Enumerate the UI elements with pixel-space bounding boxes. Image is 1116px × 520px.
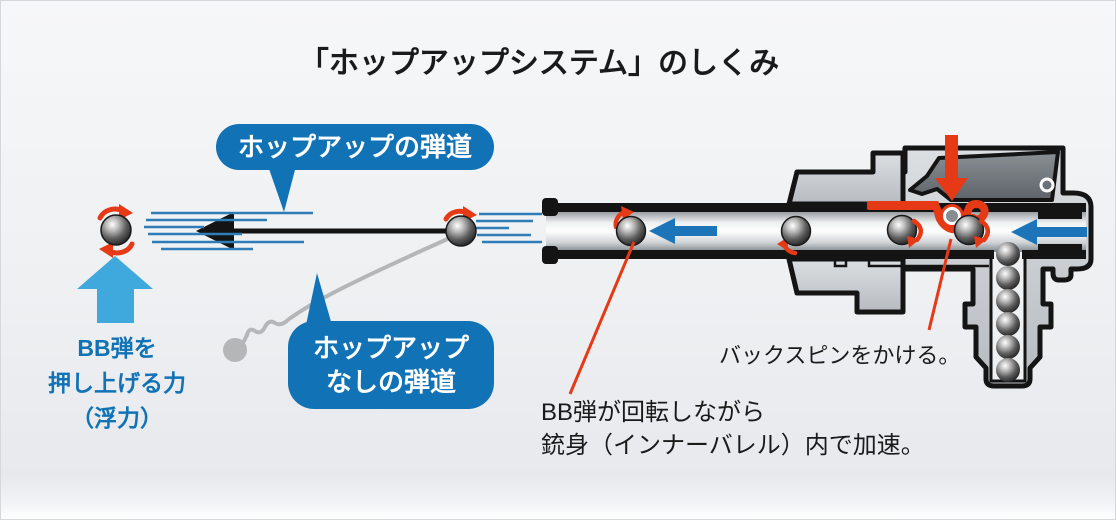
hopup-trajectory-bubble: ホップアップの弾道 xyxy=(216,124,494,170)
backspin-label: バックスピンをかける。 xyxy=(719,343,961,368)
lift-line2: 押し上げる力 xyxy=(48,370,186,396)
pointer-accelerate xyxy=(568,241,636,395)
no-hopup-trajectory-bubble: ホップアップ なしの弾道 xyxy=(288,321,494,409)
lift-arrow-icon xyxy=(77,256,153,323)
breech-blocks xyxy=(1038,205,1082,258)
no-hopup-line1: ホップアップ xyxy=(312,333,469,363)
bb-in-barrel xyxy=(613,206,1020,266)
muzzle-bb xyxy=(443,206,477,247)
spin-arrow-icon xyxy=(974,218,991,248)
hopup-trajectory-text: ホップアップの弾道 xyxy=(237,132,472,162)
lift-line3: （浮力） xyxy=(71,405,163,431)
dropped-bb-ball xyxy=(223,338,247,362)
barrel-arrow-icon xyxy=(649,218,717,244)
speed-lines-left xyxy=(144,211,313,251)
pivot-hole xyxy=(1039,177,1055,193)
bubble-tail-no-hopup xyxy=(306,273,332,325)
bb-ball xyxy=(615,215,647,247)
bubble-tail-hopup xyxy=(268,166,296,212)
adjustment-arrow-icon xyxy=(935,135,968,201)
no-hopup-curve xyxy=(223,235,454,362)
speed-lines-muzzle xyxy=(474,212,542,244)
accel-line1: BB弾が回転しながら xyxy=(541,399,766,426)
pointer-lines xyxy=(568,238,953,395)
diagram-title: 「ホップアップシステム」のしくみ xyxy=(298,47,780,80)
lift-line1: BB弾を xyxy=(77,335,157,361)
accel-line2: 銃身（インナーバレル）内で加速。 xyxy=(541,432,925,459)
muzzle-cap-bottom xyxy=(542,246,558,264)
no-hopup-line2: なしの弾道 xyxy=(325,367,456,397)
body-details xyxy=(833,255,989,268)
outer-barrel-top xyxy=(786,150,906,207)
flying-bb-left xyxy=(97,204,135,258)
lift-force-label: BB弾を 押し上げる力 （浮力） xyxy=(11,331,223,436)
bb-ball xyxy=(780,215,812,247)
pointer-backspin xyxy=(927,238,953,331)
magazine-bb-stack xyxy=(996,266,1020,382)
hopup-trajectory-arrow xyxy=(196,212,453,250)
rubber-nub xyxy=(943,207,961,225)
feed-arrow-icon xyxy=(1011,219,1087,245)
gun-cross-section xyxy=(542,135,1094,389)
acceleration-label: BB弾が回転しながら 銃身（インナーバレル）内で加速。 xyxy=(541,396,925,462)
magazine xyxy=(989,247,1027,383)
spin-arrow-icon xyxy=(907,218,924,248)
muzzle-cap-top xyxy=(542,198,558,216)
bb-ball xyxy=(100,214,132,246)
spin-arrow-icon xyxy=(613,206,634,230)
bb-ball xyxy=(445,215,477,247)
